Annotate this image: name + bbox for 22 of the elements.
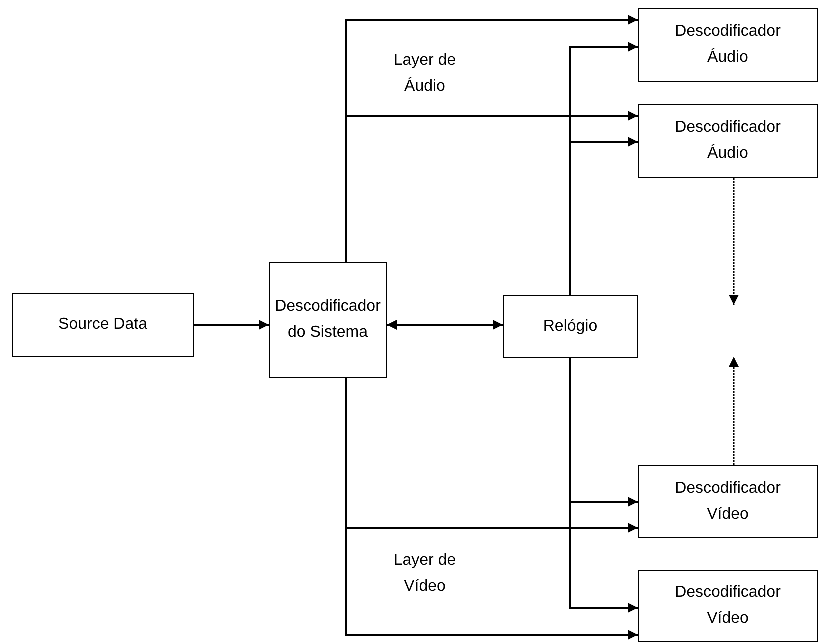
layer-label: Layer de Áudio <box>392 51 458 98</box>
box-label: Source Data <box>58 315 148 336</box>
box-label: Descodificador Áudio <box>674 118 782 164</box>
box-label: Descodificador Áudio <box>674 22 782 68</box>
process-box <box>638 465 818 538</box>
process-box <box>638 104 818 178</box>
dotted-arrow <box>729 357 739 465</box>
box-label: Descodificador Vídeo <box>674 478 782 524</box>
dotted-arrow <box>729 178 739 305</box>
process-box <box>12 293 194 357</box>
box-label: Relógio <box>543 316 598 337</box>
process-box <box>638 570 818 642</box>
arrow <box>569 137 638 295</box>
arrow <box>387 320 503 330</box>
layer-label: Layer de Vídeo <box>392 551 458 598</box>
arrow <box>569 358 638 613</box>
box-label: Descodificador do Sistema <box>274 297 382 343</box>
box-label: Descodificador Vídeo <box>674 583 782 629</box>
process-box <box>269 262 387 378</box>
process-box <box>638 8 818 82</box>
arrow <box>194 320 269 330</box>
process-box <box>503 295 638 358</box>
